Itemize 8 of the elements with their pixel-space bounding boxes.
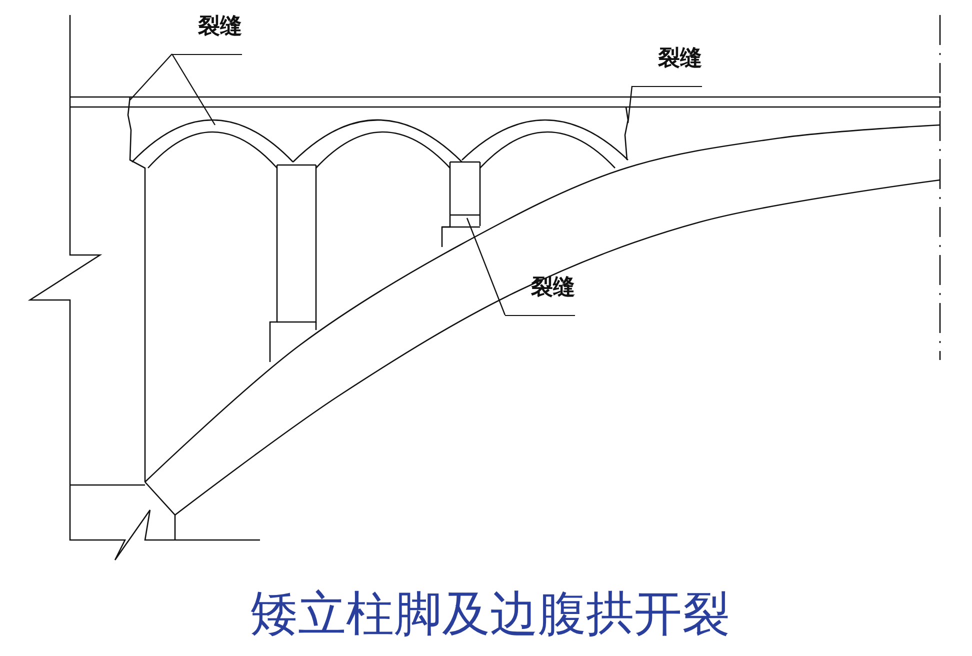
leader-line xyxy=(130,54,172,100)
crack-label: 裂缝 xyxy=(658,46,702,71)
leader-line xyxy=(466,218,506,316)
leader-line xyxy=(627,86,633,124)
crack-label: 裂缝 xyxy=(531,275,575,300)
leader-line xyxy=(171,54,216,126)
crack-label: 裂缝 xyxy=(198,14,242,39)
caption: 矮立柱脚及边腹拱开裂 xyxy=(249,585,731,644)
